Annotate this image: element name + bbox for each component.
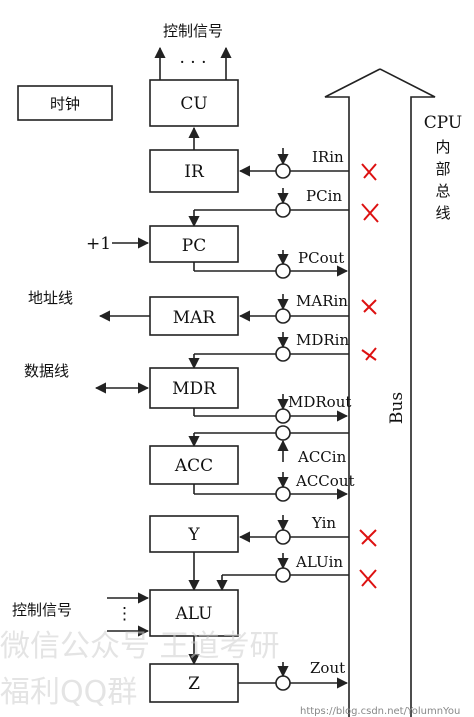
aluin-gate [275,567,291,583]
cu-control-signal-label: 控制信号 [163,22,223,40]
marin-gate [275,308,291,324]
watermark-line2: 福利QQ群 [0,675,137,710]
signal-yin: Yin [311,514,336,532]
cu-label: CU [180,94,207,114]
mar-label: MAR [173,308,217,328]
accout-gate [275,486,291,502]
bus-title-char3: 总 [435,182,450,200]
accin-gate [275,425,291,441]
y-label: Y [187,525,200,545]
signal-pcout: PCout [298,249,344,267]
signal-accin: ACCin [297,448,347,466]
signal-mdrout: MDRout [288,393,351,411]
signal-marin: MARin [296,292,348,310]
data-line-label: 数据线 [24,362,69,380]
zout-gate [275,675,291,691]
alu-control-signal-label: 控制信号 [12,601,72,619]
signal-zout: Zout [310,659,345,677]
mdr-label: MDR [172,379,217,399]
z-label: Z [188,674,200,694]
pc-plus-one-label: +1 [86,234,111,254]
yin-cross-mark [359,529,377,547]
signal-pcin: PCin [306,187,342,205]
bus-title-char1: 内 [435,138,450,156]
pcin-cross-mark [361,203,379,223]
marin-cross-mark [361,299,377,315]
mdrout-gate [275,408,291,424]
bus-title-char2: 部 [435,160,450,178]
ir-block [149,149,239,193]
aluin-cross-mark [359,569,377,589]
irin-gate [275,163,291,179]
clock-label: 时钟 [50,95,80,113]
cu-dots: · · · [179,53,206,73]
watermark-credit: https://blog.csdn.net/YolumnYou [300,706,460,717]
clock-box [17,85,113,121]
signal-irin: IRin [312,148,344,166]
ir-label: IR [184,162,205,182]
z-block [149,663,239,703]
mdrin-gate [275,346,291,362]
signal-mdrin: MDRin [296,331,349,349]
pcout-gate [275,263,291,279]
acc-label: ACC [174,456,213,476]
bus-arrow [324,68,436,717]
watermark-line1: 微信公众号 王道考研 [0,629,280,664]
mdrin-cross-mark [361,347,377,361]
pc-label: PC [182,236,206,256]
cu-block [149,79,239,127]
signal-accout: ACCout [295,472,355,490]
address-line-label: 地址线 [28,289,73,307]
alu-block [149,589,239,637]
bus-title-char4: 线 [435,204,450,222]
mar-block [149,296,239,336]
bus-label: Bus [387,392,407,424]
bus-title-cpu: CPU [424,113,462,133]
alu-control-dots: ⋮ [116,604,133,624]
signal-aluin: ALUin [295,553,343,571]
alu-label: ALU [175,604,213,624]
pcin-gate [275,202,291,218]
irin-cross-mark [361,163,377,181]
yin-gate [275,529,291,545]
mdr-block [149,367,239,409]
